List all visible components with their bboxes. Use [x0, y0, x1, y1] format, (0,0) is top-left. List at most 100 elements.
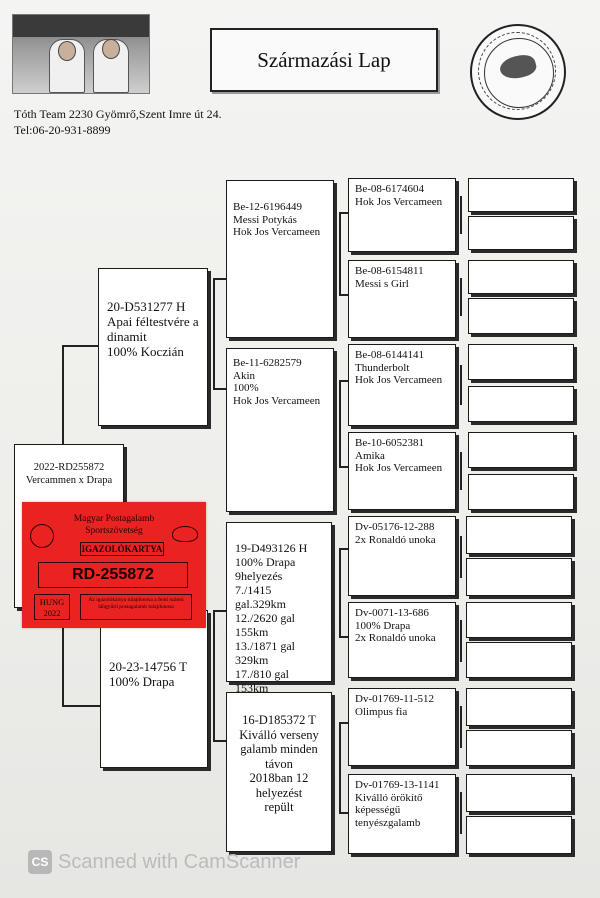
- empty-ancestor-box: [468, 432, 574, 468]
- grandparent-note: 12./2620 gal 155km: [235, 611, 295, 639]
- ggp-ring: Dv-01769-13-1141: [355, 779, 440, 791]
- ggp-note: Hok Jos Vercameen: [355, 195, 443, 208]
- ggp-ring: Dv-0071-13-686: [355, 607, 429, 619]
- empty-ancestor-box: [466, 602, 572, 638]
- great-grandparent-box: Be-10-6052381 Amika Hok Jos Vercameen: [348, 432, 456, 510]
- empty-ancestor-box: [466, 516, 572, 554]
- grandparent-note: 100% Drapa: [235, 555, 296, 569]
- card-pigeon-icon: [172, 526, 198, 542]
- great-grandparent-box: Dv-0071-13-686 100% Drapa 2x Ronaldó uno…: [348, 602, 456, 678]
- watermark-text: Scanned with CamScanner: [58, 850, 301, 873]
- empty-ancestor-box: [468, 260, 574, 294]
- grandparent-note: Messi Potykás: [233, 213, 297, 226]
- ggp-ring: Dv-05176-12-288: [355, 521, 435, 533]
- ggp-note: képességű: [355, 804, 401, 816]
- card-number: RD-255872: [72, 566, 154, 583]
- card-country-box: HUNG 2022: [34, 594, 70, 620]
- empty-ancestor-box: [468, 344, 574, 380]
- grandparent-note: Hok Jos Vercameen: [233, 394, 321, 407]
- ggp-ring: Be-08-6144141: [355, 349, 425, 361]
- mother-ring: 20-23-14756 T: [109, 659, 188, 674]
- grandparent-ring: Be-12-6196449: [233, 201, 303, 213]
- ggp-note: Thunderbolt: [355, 361, 410, 374]
- owner-address: Tóth Team 2230 Gyömrő,Szent Imre út 24. …: [14, 106, 222, 138]
- grandparent-ring: 16-D185372 T: [242, 713, 316, 727]
- ggp-note: Hok Jos Vercameen: [355, 374, 443, 386]
- empty-ancestor-box: [468, 216, 574, 250]
- ggp-note: Hok Jos Vercameen: [355, 462, 443, 474]
- ggp-note: Kiválló örökítő: [355, 791, 423, 804]
- page-title: Származási Lap: [210, 28, 438, 92]
- ggp-ring: Be-08-6154811: [355, 265, 424, 277]
- grandparent-note: helyezést: [255, 785, 303, 800]
- great-grandparent-box: Dv-01769-13-1141 Kiválló örökítő képessé…: [348, 774, 456, 854]
- card-note: Az igazolókártya tulajdonosa a fenti szá…: [80, 594, 192, 620]
- empty-ancestor-box: [466, 816, 572, 854]
- father-note: dinamit: [107, 329, 147, 344]
- ggp-ring: Be-08-6174604: [355, 183, 425, 195]
- ggp-note: tenyészgalamb: [355, 816, 421, 829]
- grandparent-note: 13./1871 gal 329km: [235, 639, 295, 667]
- empty-ancestor-box: [466, 558, 572, 596]
- great-grandparent-box: Be-08-6144141 Thunderbolt Hok Jos Vercam…: [348, 344, 456, 426]
- ggp-note: 2x Ronaldó unoka: [355, 533, 436, 546]
- empty-ancestor-box: [468, 474, 574, 510]
- ggp-ring: Dv-01769-11-512: [355, 693, 435, 705]
- father-box: 20-D531277 H Apai féltestvére a dinamit …: [98, 268, 208, 426]
- grandparent-note: távon: [265, 756, 293, 771]
- great-grandparent-box: Be-08-6154811 Messi s Girl: [348, 260, 456, 338]
- ggp-ring: Be-10-6052381: [355, 437, 425, 449]
- empty-ancestor-box: [466, 688, 572, 726]
- scanner-watermark: CS Scanned with CamScanner: [28, 850, 300, 874]
- ggp-note: 2x Ronaldó unoka: [355, 632, 436, 644]
- id-card: Magyar Postagalamb Sportszövetség IGAZOL…: [22, 502, 206, 628]
- grandparent-ring: 19-D493126 H: [235, 541, 308, 555]
- address-line: Tóth Team 2230 Gyömrő,Szent Imre út 24.: [14, 107, 222, 121]
- grandparent-note: 2018ban 12: [249, 771, 309, 785]
- grandparent-note: Kiválló verseny: [239, 727, 319, 742]
- father-ring: 20-D531277 H: [107, 299, 186, 314]
- great-grandparent-box: Dv-01769-11-512 Olimpus fia: [348, 688, 456, 766]
- great-grandparent-box: Be-08-6174604 Hok Jos Vercameen: [348, 178, 456, 252]
- grandparent-box: Be-11-6282579 Akin 100% Hok Jos Vercamee…: [226, 348, 334, 512]
- camscanner-icon: CS: [28, 850, 52, 874]
- grandparent-box: 19-D493126 H 100% Drapa 9helyezés 7./141…: [226, 522, 332, 695]
- grandparent-note: 100%: [233, 382, 259, 394]
- card-country: HUNG: [39, 597, 65, 607]
- empty-ancestor-box: [466, 774, 572, 812]
- grandparent-note: 17./810 gal 153km: [235, 667, 289, 695]
- empty-ancestor-box: [468, 298, 574, 334]
- ggp-note: 100% Drapa: [355, 619, 411, 632]
- card-year: 2022: [43, 608, 61, 618]
- association-logo: [470, 24, 566, 120]
- grandparent-note: 9helyezés: [235, 569, 283, 583]
- ggp-note: Messi s Girl: [355, 277, 409, 290]
- card-emblem-icon: [30, 524, 54, 548]
- empty-ancestor-box: [466, 730, 572, 766]
- grandparent-ring: Be-11-6282579: [233, 357, 302, 369]
- empty-ancestor-box: [468, 178, 574, 212]
- great-grandparent-box: Dv-05176-12-288 2x Ronaldó unoka: [348, 516, 456, 596]
- father-note: Apai féltestvére a: [107, 314, 199, 329]
- empty-ancestor-box: [466, 642, 572, 678]
- grandparent-box: 16-D185372 T Kiválló verseny galamb mind…: [226, 692, 332, 852]
- ggp-note: Amika: [355, 449, 385, 462]
- card-type: IGAZOLÓKARTYA: [80, 542, 164, 556]
- team-photo: [12, 14, 150, 94]
- father-note: 100% Koczián: [107, 344, 184, 359]
- grandparent-note: Akin: [233, 369, 255, 382]
- card-org: Magyar Postagalamb: [73, 514, 155, 524]
- empty-ancestor-box: [468, 386, 574, 422]
- grandparent-note: Hok Jos Vercameen: [233, 226, 321, 238]
- grandparent-note: galamb minden: [240, 742, 318, 756]
- phone-line: Tel:06-20-931-8899: [14, 123, 111, 137]
- grandparent-box: Be-12-6196449 Messi Potykás Hok Jos Verc…: [226, 180, 334, 338]
- subject-ring: 2022-RD255872: [33, 462, 105, 473]
- card-number-box: RD-255872: [38, 562, 188, 588]
- card-org2: Sportszövetség: [85, 526, 143, 536]
- ggp-note: Olimpus fia: [355, 705, 408, 718]
- mother-note: 100% Drapa: [109, 674, 175, 689]
- mother-box: 20-23-14756 T 100% Drapa: [100, 610, 208, 768]
- subject-breed: Vercammen x Drapa: [25, 475, 113, 486]
